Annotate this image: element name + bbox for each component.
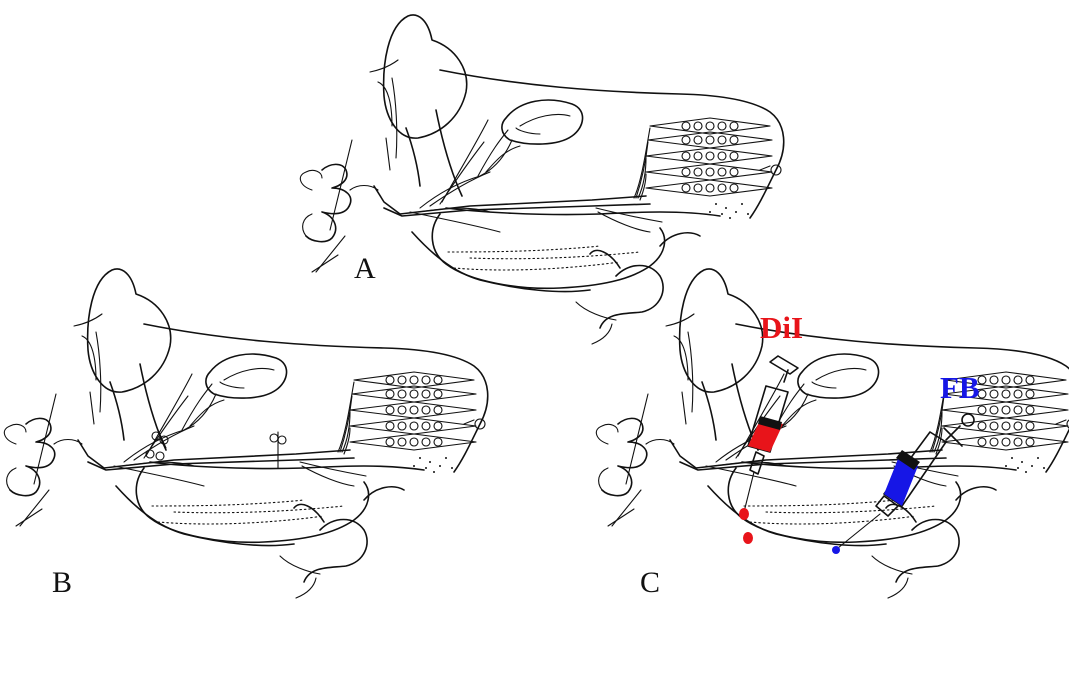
panel-c-label: C (640, 566, 660, 599)
panel-a-label: A (354, 252, 376, 285)
panel-b-label: B (52, 566, 72, 599)
panel-a-drawing (300, 15, 783, 344)
fb-label: FB (940, 370, 980, 405)
dil-label: DiI (760, 310, 803, 345)
dil-injection-site-1 (739, 508, 749, 520)
fb-injection-site (832, 546, 840, 554)
dil-injection-site-2 (743, 532, 753, 544)
panel-b-drawing (4, 269, 487, 598)
fb-syringe (832, 414, 974, 554)
dil-syringe (739, 356, 798, 544)
